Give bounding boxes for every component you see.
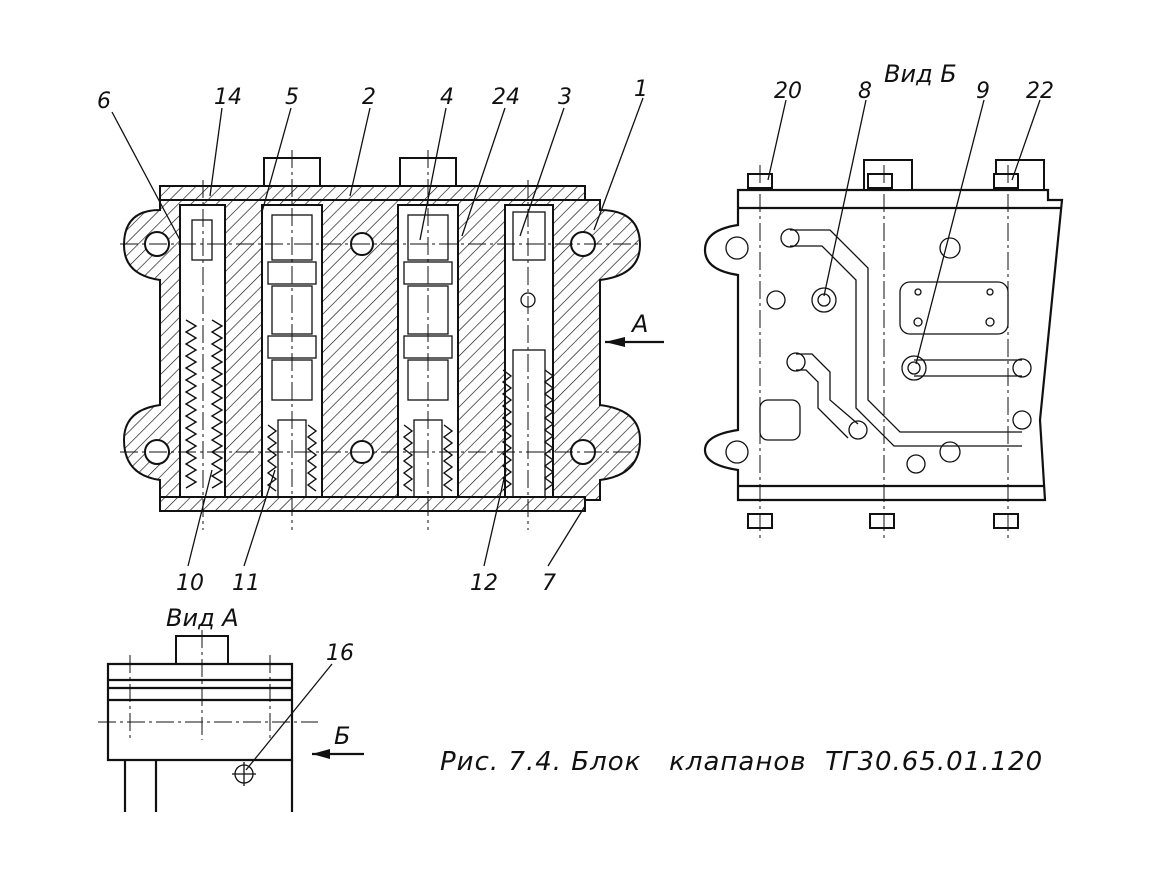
callout-24: 24: [492, 85, 520, 110]
arrow-a: [605, 337, 664, 347]
view-a: Вид А Б 16: [98, 604, 364, 812]
view-b-title: Вид Б: [884, 60, 957, 88]
arrow-a-label: А: [630, 310, 648, 338]
callout-10: 10: [176, 571, 204, 596]
view-a-title: Вид А: [166, 604, 239, 632]
arrow-b-label: Б: [334, 722, 350, 750]
callout-5: 5: [285, 85, 299, 110]
main-section-view: А: [120, 150, 664, 530]
top-callouts: 6 14 5 2 4 24 3 1: [97, 77, 648, 241]
callout-1: 1: [634, 77, 648, 102]
bottom-callouts: 10 11 12 7: [176, 469, 586, 596]
callout-7: 7: [542, 571, 556, 596]
callout-11: 11: [232, 571, 260, 596]
callout-9: 9: [976, 79, 990, 104]
view-b: Вид Б: [703, 60, 1064, 540]
callout-3: 3: [558, 85, 572, 110]
callout-8: 8: [858, 79, 872, 104]
figure-caption: Рис. 7.4. Блок клапанов ТГ30.65.01.120: [440, 747, 1043, 777]
callout-12: 12: [470, 571, 498, 596]
callout-22: 22: [1026, 79, 1054, 104]
callout-20: 20: [774, 79, 802, 104]
callout-6: 6: [97, 89, 111, 114]
callout-4: 4: [440, 85, 454, 110]
arrow-b: [312, 749, 364, 759]
callout-2: 2: [362, 85, 376, 110]
view-b-callouts: 20 8 9 22: [767, 79, 1054, 365]
callout-14: 14: [214, 85, 242, 110]
callout-16: 16: [326, 641, 354, 666]
